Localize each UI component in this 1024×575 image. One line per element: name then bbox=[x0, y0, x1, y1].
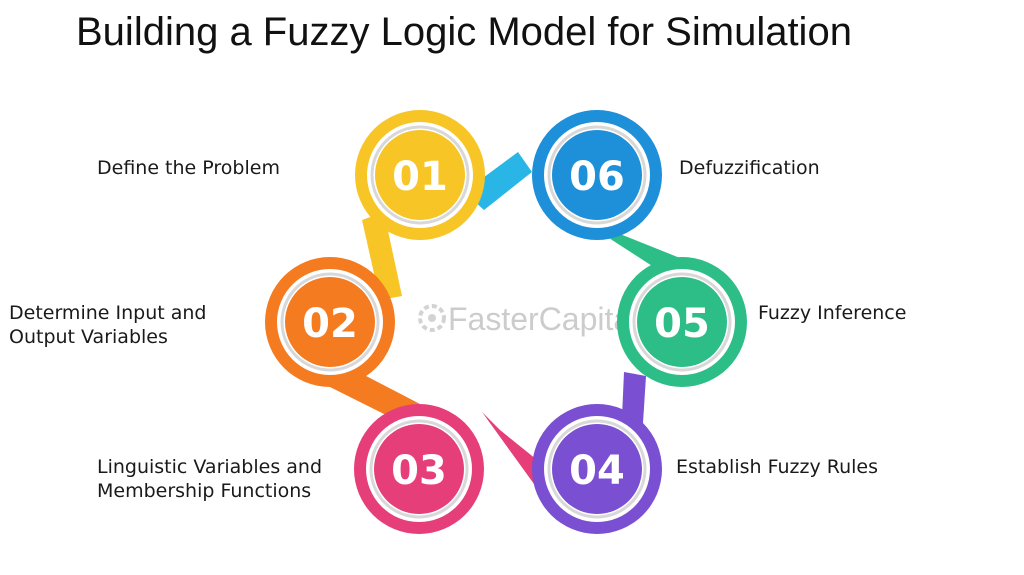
step-06-label-line-1: Defuzzification bbox=[679, 157, 820, 179]
step-05-number: 05 bbox=[654, 301, 710, 347]
step-02-label-line-1: Determine Input and bbox=[9, 302, 207, 324]
connector-01-02 bbox=[362, 212, 402, 300]
step-03-label-line-1: Linguistic Variables and bbox=[97, 456, 323, 478]
step-02-label-line-2: Output Variables bbox=[9, 326, 168, 348]
step-04-label-line-1: Establish Fuzzy Rules bbox=[676, 456, 879, 478]
step-04-number: 04 bbox=[569, 448, 625, 494]
step-01-badge: 01 bbox=[355, 110, 485, 240]
step-02-badge: 02 bbox=[265, 257, 395, 387]
step-04-label: Establish Fuzzy Rules bbox=[676, 455, 878, 479]
step-03-label: Linguistic Variables and Membership Func… bbox=[97, 455, 322, 503]
step-03-number: 03 bbox=[391, 448, 447, 494]
step-05-label: Fuzzy Inference bbox=[758, 301, 906, 325]
step-05-label-line-1: Fuzzy Inference bbox=[758, 302, 907, 324]
step-03-label-line-2: Membership Functions bbox=[97, 480, 312, 502]
step-03-badge: 03 bbox=[354, 404, 484, 534]
watermark-text: FasterCapital bbox=[448, 301, 638, 337]
watermark-gear-icon bbox=[418, 304, 446, 332]
step-01-label-line-1: Define the Problem bbox=[97, 157, 280, 179]
step-06-label: Defuzzification bbox=[679, 156, 820, 180]
step-04-badge: 04 bbox=[532, 404, 662, 534]
step-05-badge: 05 bbox=[617, 257, 747, 387]
step-02-label: Determine Input and Output Variables bbox=[9, 301, 206, 349]
step-02-number: 02 bbox=[302, 301, 358, 347]
page-title: Building a Fuzzy Logic Model for Simulat… bbox=[76, 10, 852, 54]
watermark: FasterCapital bbox=[418, 301, 638, 337]
step-01-label: Define the Problem bbox=[97, 156, 280, 180]
step-06-number: 06 bbox=[569, 154, 625, 200]
step-06-badge: 06 bbox=[532, 110, 662, 240]
step-01-number: 01 bbox=[392, 154, 448, 200]
